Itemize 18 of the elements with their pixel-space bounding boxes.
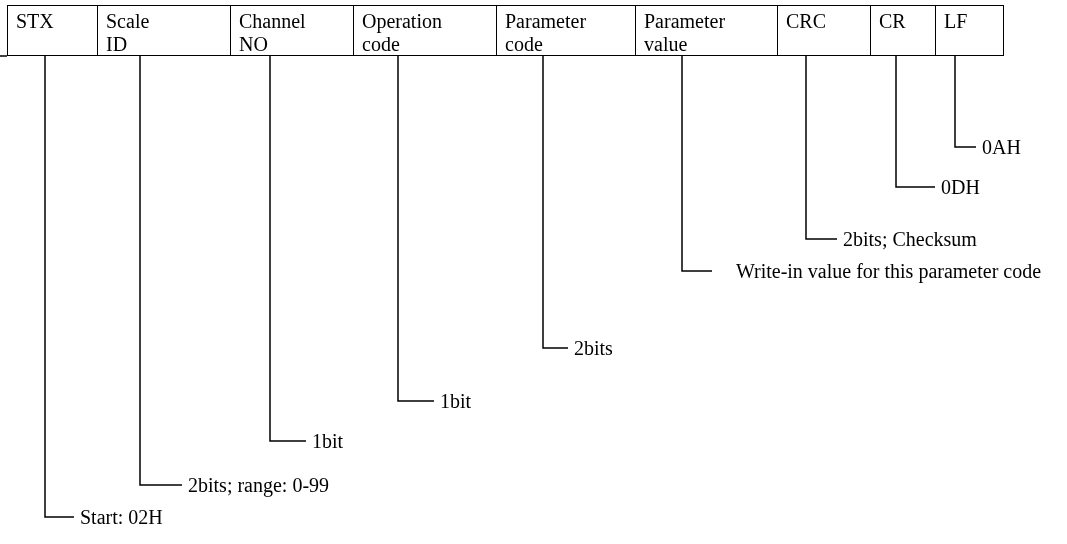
leader-line bbox=[397, 55, 435, 402]
leader-line bbox=[269, 55, 307, 442]
field-cell: Scale ID bbox=[97, 5, 232, 56]
leader-line bbox=[139, 55, 183, 486]
field-cell: LF bbox=[935, 5, 1004, 56]
field-cell: Parameter code bbox=[496, 5, 637, 56]
field-cell: CRC bbox=[777, 5, 872, 56]
leader-line bbox=[895, 55, 936, 188]
leader-line bbox=[805, 55, 838, 240]
leader-line bbox=[954, 55, 977, 148]
field-cell: Operation code bbox=[353, 5, 498, 56]
field-cell: Channel NO bbox=[230, 5, 355, 56]
field-cell: CR bbox=[870, 5, 937, 56]
leader-line bbox=[44, 55, 75, 518]
leader-line bbox=[542, 55, 569, 349]
leader-line bbox=[681, 55, 713, 272]
field-cell: Parameter value bbox=[635, 5, 779, 56]
field-cell: STX bbox=[7, 5, 99, 56]
